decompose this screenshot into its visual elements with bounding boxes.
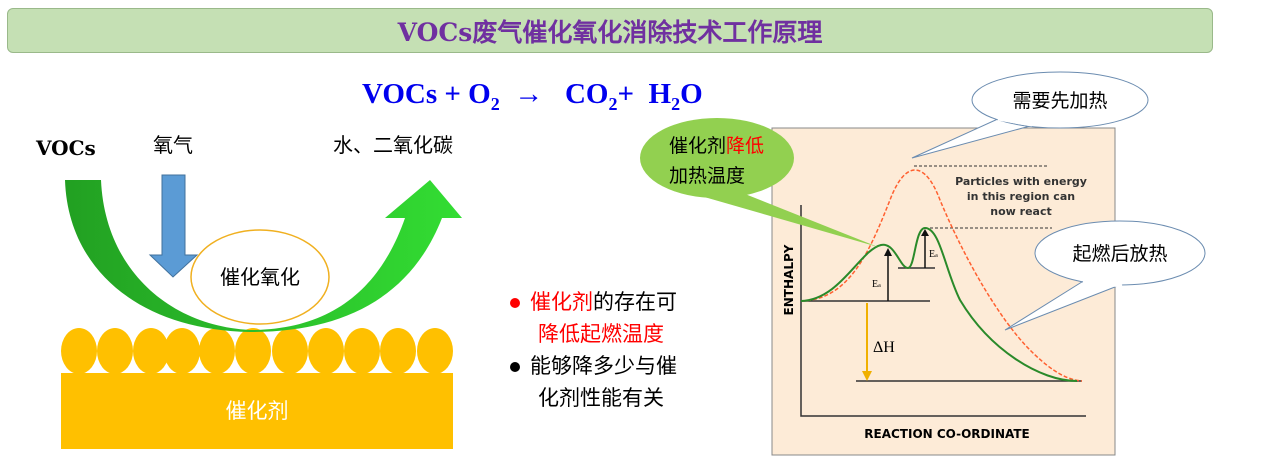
svg-text:需要先加热: 需要先加热 [1012,90,1107,112]
vocs-label: VOCs [35,136,96,160]
bullet-1: 催化剂的存在可 [510,286,677,318]
ea-label-2: Ea [929,249,938,260]
left-diagram: VOCs 氧气 水、二氧化碳 催化剂 催化氧化 [35,133,462,449]
callout-preheat: 需要先加热 [911,71,1149,159]
catalyst-label: 催化剂 [226,399,289,423]
axes [800,205,1086,417]
svg-text:in this region can: in this region can [967,190,1075,203]
catalyst-particles [61,328,453,374]
annotation-text: Particles with energy in this region can… [955,175,1087,218]
bullet-1-line2: 降低起燃温度 [538,322,664,346]
products-label: 水、二氧化碳 [333,133,453,157]
svg-text:now react: now react [990,205,1051,218]
catalyst-block [61,373,453,449]
delta-h-arrow [862,371,872,381]
reaction-label: 催化氧化 [220,265,300,289]
callout-exotherm: 起燃后放热 [1004,220,1206,331]
energy-diagram: ENTHALPY REACTION CO-ORDINATE Ea Ea ΔH P… [771,127,1116,456]
bullet-2: 能够降多少与催 [510,350,677,382]
svg-text:起燃后放热: 起燃后放热 [1072,243,1167,265]
page-title: VOCs废气催化氧化消除技术工作原理 [397,17,823,47]
svg-text:加热温度: 加热温度 [669,165,745,187]
oxygen-label: 氧气 [153,133,193,157]
callout-catalyst: 催化剂降低 加热温度 [640,118,878,247]
uncatalyzed-curve [800,169,1083,382]
bullet-2-line2: 化剂性能有关 [538,386,664,410]
bullet-dot-icon [510,362,520,372]
title-bar: VOCs废气催化氧化消除技术工作原理 [7,8,1213,53]
reaction-equation: VOCs + O2 → CO2+ H2O [362,78,703,114]
svg-text:催化剂降低: 催化剂降低 [669,135,764,157]
bullet-dot-icon [510,298,520,308]
oxygen-arrow [148,174,199,278]
y-axis-label: ENTHALPY [782,244,796,315]
reaction-ellipse [190,229,330,325]
x-axis-label: REACTION CO-ORDINATE [864,427,1029,441]
flow-arrow [65,180,462,332]
delta-h-label: ΔH [873,339,895,356]
catalyzed-curve [800,226,1078,382]
ea-label-1: Ea [872,279,881,290]
bullet-list: 催化剂的存在可 降低起燃温度 能够降多少与催 化剂性能有关 [510,286,677,414]
svg-text:Particles with energy: Particles with energy [955,175,1087,188]
